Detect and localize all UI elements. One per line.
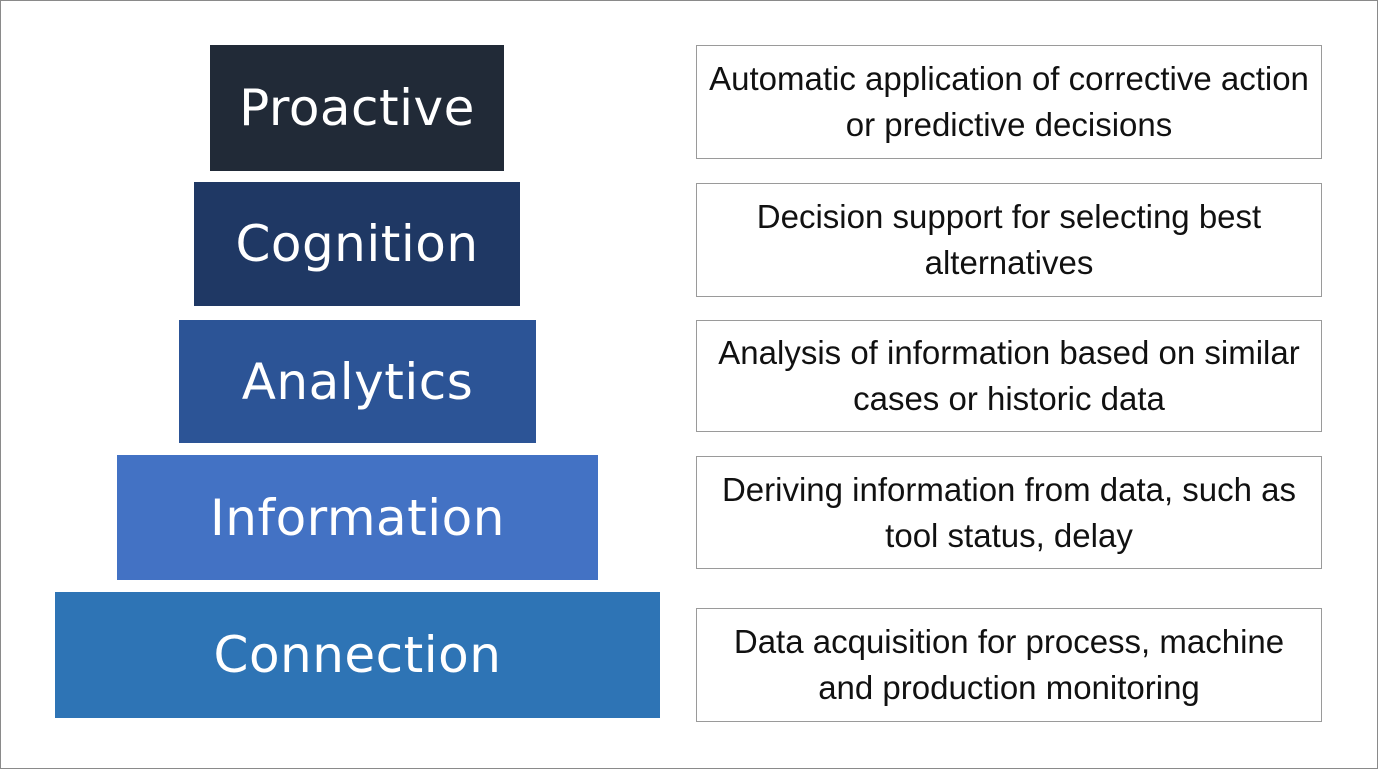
- description-proactive: Automatic application of corrective acti…: [696, 45, 1322, 159]
- description-information: Deriving information from data, such as …: [696, 456, 1322, 569]
- level-connection: Connection: [55, 592, 660, 718]
- level-analytics-label: Analytics: [241, 352, 474, 411]
- level-information-label: Information: [210, 488, 505, 547]
- description-cognition-text: Decision support for selecting best alte…: [756, 198, 1262, 281]
- description-analytics-text: Analysis of information based on similar…: [718, 334, 1300, 417]
- level-information: Information: [117, 455, 598, 580]
- description-proactive-text: Automatic application of corrective acti…: [709, 60, 1309, 143]
- description-analytics: Analysis of information based on similar…: [696, 320, 1322, 432]
- level-connection-label: Connection: [213, 626, 502, 684]
- description-connection: Data acquisition for process, machine an…: [696, 608, 1322, 722]
- level-proactive: Proactive: [210, 45, 504, 171]
- level-cognition: Cognition: [194, 182, 520, 306]
- description-connection-text: Data acquisition for process, machine an…: [733, 623, 1285, 706]
- description-cognition: Decision support for selecting best alte…: [696, 183, 1322, 297]
- level-cognition-label: Cognition: [235, 215, 479, 273]
- description-information-text: Deriving information from data, such as …: [721, 470, 1297, 554]
- level-analytics: Analytics: [179, 320, 536, 443]
- level-proactive-label: Proactive: [239, 79, 475, 137]
